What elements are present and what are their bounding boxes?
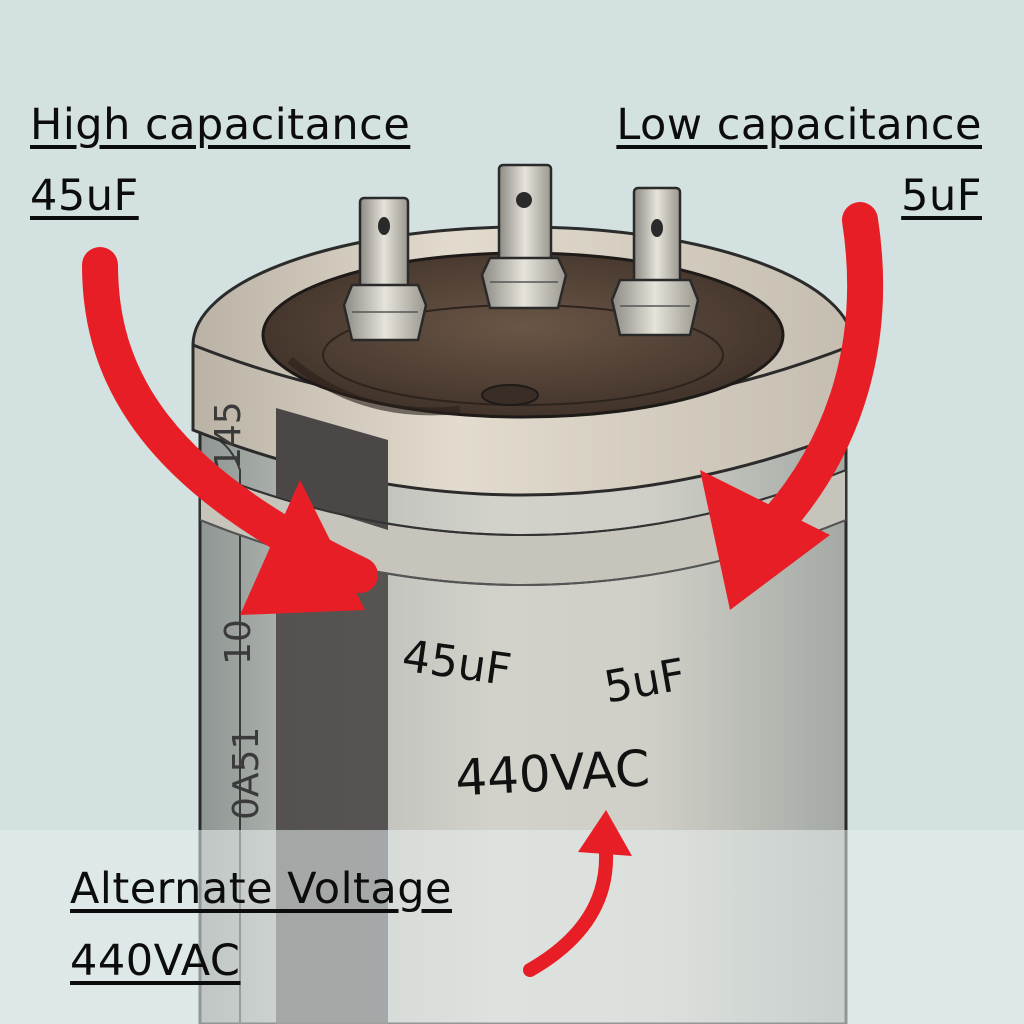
terminal-common [480,163,568,310]
high-capacitance-value: 45uF [30,171,139,221]
arrow-to-high-terminal [82,247,378,615]
terminal-high [342,196,428,342]
print-voltage-rating: 440VAC [454,739,651,807]
side-code-low: 0A51 [226,727,267,820]
side-code-top: 145 [208,401,249,470]
bottom-band [0,830,1024,1024]
alternate-voltage-value: 440VAC [70,936,241,986]
terminal-low [610,186,700,337]
low-capacitance-title: Low capacitance [616,100,982,150]
low-capacitance-value: 5uF [901,171,982,221]
arrow-to-voltage-print [523,810,632,977]
high-capacitance-title: High capacitance [30,100,411,150]
alternate-voltage-title: Alternate Voltage [70,864,452,914]
arrow-to-low-terminal [700,202,884,610]
side-code-mid: 10 [218,619,259,665]
